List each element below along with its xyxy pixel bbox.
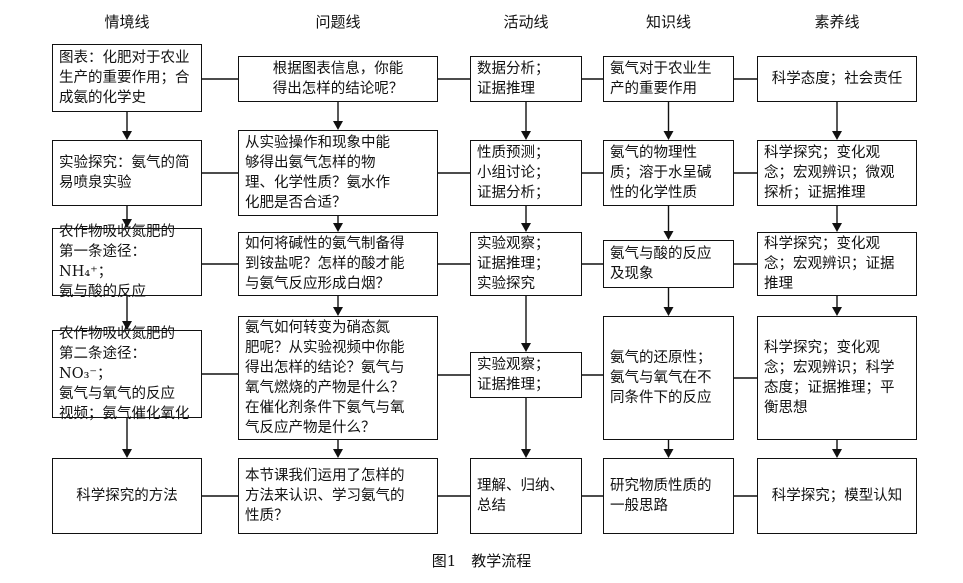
literacy-box-1: 科学态度；社会责任 — [757, 56, 917, 102]
header-question: 问题线 — [315, 13, 361, 31]
situation-box-1: 图表：化肥对于农业 生产的重要作用；合 成氨的化学史 — [52, 44, 202, 112]
knowledge-flow-arrowhead-1 — [663, 131, 674, 140]
knowledge-box-1: 氨气对于农业生 产的重要作用 — [603, 56, 734, 102]
situation-flow-arrowhead-2 — [122, 219, 132, 228]
activity-flow-arrowhead-2 — [521, 223, 531, 232]
header-literacy: 素养线 — [814, 13, 860, 31]
knowledge-flow-arrowhead-2 — [663, 231, 674, 240]
question-flow-arrowhead-4 — [333, 449, 343, 458]
situation-flow-arrowhead-1 — [122, 131, 132, 140]
activity-box-1: 数据分析； 证据推理 — [470, 56, 582, 102]
literacy-flow-arrowhead-3 — [832, 307, 842, 316]
activity-box-5: 理解、归纳、 总结 — [470, 458, 582, 534]
header-activity: 活动线 — [503, 13, 549, 31]
knowledge-flow-arrowhead-4 — [663, 449, 674, 458]
question-box-4: 氨气如何转变为硝态氮 肥呢？从实验视频中你能 得出怎样的结论？氨气与 氧气燃烧的… — [238, 316, 438, 440]
knowledge-flow-arrowhead-3 — [663, 307, 674, 316]
situation-box-5: 科学探究的方法 — [52, 458, 202, 534]
literacy-flow-arrowhead-2 — [832, 223, 842, 232]
literacy-box-5: 科学探究；模型认知 — [757, 458, 917, 534]
header-situation: 情境线 — [104, 13, 150, 31]
literacy-box-3: 科学探究；变化观 念；宏观辨识；证据 推理 — [757, 232, 917, 296]
situation-flow-arrowhead-4 — [122, 449, 132, 458]
activity-box-3: 实验观察； 证据推理； 实验探究 — [470, 232, 582, 296]
header-knowledge: 知识线 — [645, 13, 691, 31]
question-flow-arrowhead-2 — [333, 223, 343, 232]
activity-flow-arrowhead-3 — [521, 343, 531, 352]
knowledge-box-5: 研究物质性质的 一般思路 — [603, 458, 734, 534]
situation-box-4: 农作物吸收氮肥的 第二条途径：NO₃⁻； 氨气与氧气的反应 视频；氨气催化氧化 — [52, 326, 202, 422]
activity-box-4: 实验观察； 证据推理； — [470, 352, 582, 398]
situation-flow-arrowhead-3 — [122, 321, 132, 330]
activity-flow-arrowhead-1 — [521, 131, 531, 140]
situation-box-3: 农作物吸收氮肥的 第一条途径：NH₄⁺； 氨与酸的反应 — [52, 224, 202, 300]
knowledge-box-2: 氨气的物理性 质；溶于水呈碱 性的化学性质 — [603, 140, 734, 206]
figure-caption: 图1 教学流程 — [431, 552, 532, 570]
question-flow-arrowhead-3 — [333, 307, 343, 316]
question-box-5: 本节课我们运用了怎样的 方法来认识、学习氨气的 性质？ — [238, 458, 438, 534]
literacy-box-4: 科学探究；变化观 念；宏观辨识；科学 态度；证据推理；平 衡思想 — [757, 316, 917, 440]
question-flow-arrowhead-1 — [333, 121, 343, 130]
activity-flow-arrowhead-4 — [521, 449, 531, 458]
situation-box-2: 实验探究：氨气的简 易喷泉实验 — [52, 140, 202, 206]
question-box-2: 从实验操作和现象中能 够得出氨气怎样的物 理、化学性质？氨水作 化肥是否合适？ — [238, 130, 438, 216]
literacy-flow-arrowhead-1 — [832, 131, 842, 140]
activity-box-2: 性质预测； 小组讨论； 证据分析； — [470, 140, 582, 206]
literacy-box-2: 科学探究；变化观 念；宏观辨识；微观 探析；证据推理 — [757, 140, 917, 206]
knowledge-box-4: 氨气的还原性； 氨气与氧气在不 同条件下的反应 — [603, 316, 734, 440]
question-box-1: 根据图表信息，你能 得出怎样的结论呢？ — [238, 56, 438, 102]
knowledge-box-3: 氨气与酸的反应 及现象 — [603, 240, 734, 288]
question-box-3: 如何将碱性的氨气制备得 到铵盐呢？怎样的酸才能 与氨气反应形成白烟？ — [238, 232, 438, 296]
literacy-flow-arrowhead-4 — [832, 449, 842, 458]
